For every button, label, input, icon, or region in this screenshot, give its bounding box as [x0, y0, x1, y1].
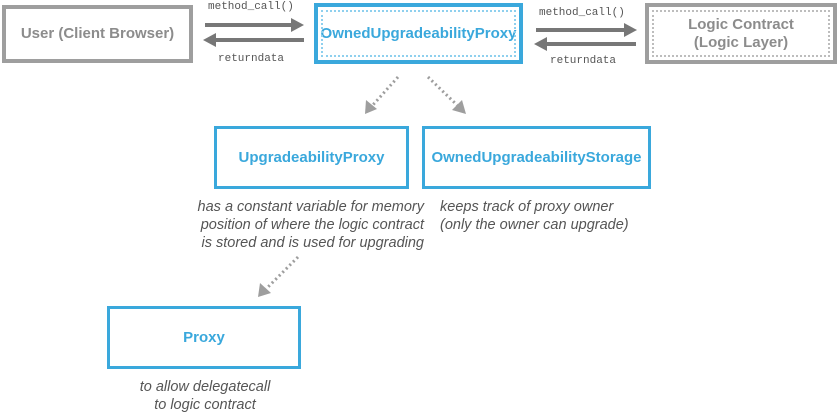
left-method-call-arrowhead — [291, 18, 304, 32]
proxy-label: Proxy — [183, 328, 225, 346]
left-returndata-label: returndata — [218, 53, 285, 65]
logic-contract-box: Logic Contract (Logic Layer) — [645, 3, 837, 64]
inherit-arrowhead-upgradeability-proxy — [365, 100, 377, 114]
inherit-arrowhead-owned-storage — [452, 100, 466, 114]
left-method-call-label: method_call() — [208, 1, 294, 13]
upgradeability-proxy-label: UpgradeabilityProxy — [238, 148, 385, 166]
inherit-arrow-to-upgradeability-proxy — [370, 75, 400, 108]
right-returndata-label: returndata — [550, 55, 617, 67]
proxy-box: Proxy — [107, 306, 301, 369]
left-returndata-arrowhead — [203, 33, 216, 47]
owned-upgradeability-proxy-box: OwnedUpgradeabilityProxy — [314, 3, 523, 64]
inherit-arrow-to-proxy — [264, 255, 300, 291]
logic-layer-label: (Logic Layer) — [693, 33, 789, 51]
owned-upgradeability-storage-label: OwnedUpgradeabilityStorage — [431, 148, 642, 166]
user-client-browser-box: User (Client Browser) — [2, 5, 193, 63]
upgradeability-proxy-box: UpgradeabilityProxy — [214, 126, 409, 189]
logic-contract-label: Logic Contract — [688, 15, 794, 33]
owned-upgradeability-storage-box: OwnedUpgradeabilityStorage — [422, 126, 651, 189]
right-returndata-arrowhead — [534, 37, 547, 51]
right-method-call-arrowhead — [624, 23, 637, 37]
user-client-browser-label: User (Client Browser) — [20, 25, 175, 42]
proxy-note: to allow delegatecall to logic contract — [139, 379, 271, 413]
inherit-arrowhead-proxy — [258, 283, 271, 297]
upgradeability-proxy-note: has a constant variable for memory posit… — [197, 199, 424, 251]
owned-upgradeability-proxy-label: OwnedUpgradeabilityProxy — [320, 24, 517, 42]
owned-upgradeability-storage-note: keeps track of proxy owner (only the own… — [440, 199, 629, 233]
inherit-arrow-to-owned-storage — [426, 75, 460, 108]
right-method-call-label: method_call() — [539, 7, 625, 19]
